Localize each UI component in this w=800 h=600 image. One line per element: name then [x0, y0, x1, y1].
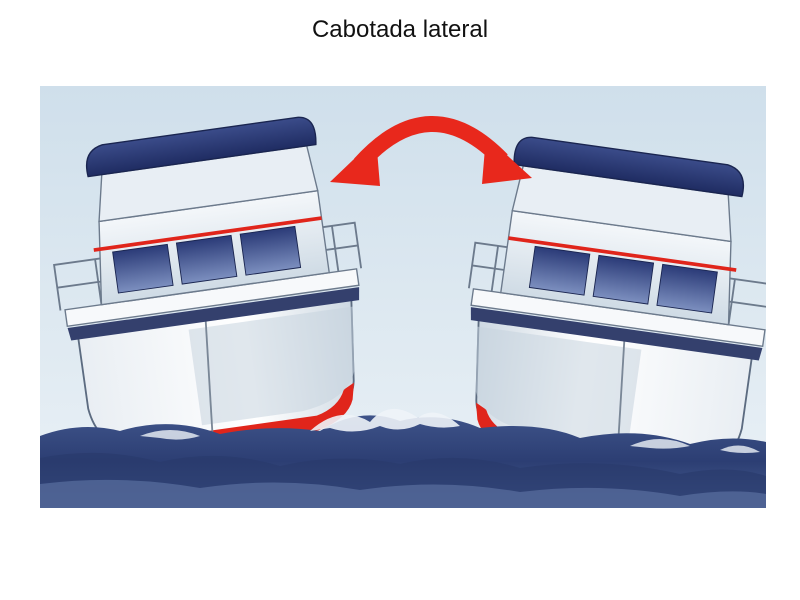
sea-waves [40, 408, 766, 508]
slide-title: Cabotada lateral [311, 16, 489, 43]
double-headed-curved-arrow-icon [330, 116, 532, 186]
illustration-canvas [40, 86, 766, 508]
boat-roll-illustration [40, 86, 766, 508]
